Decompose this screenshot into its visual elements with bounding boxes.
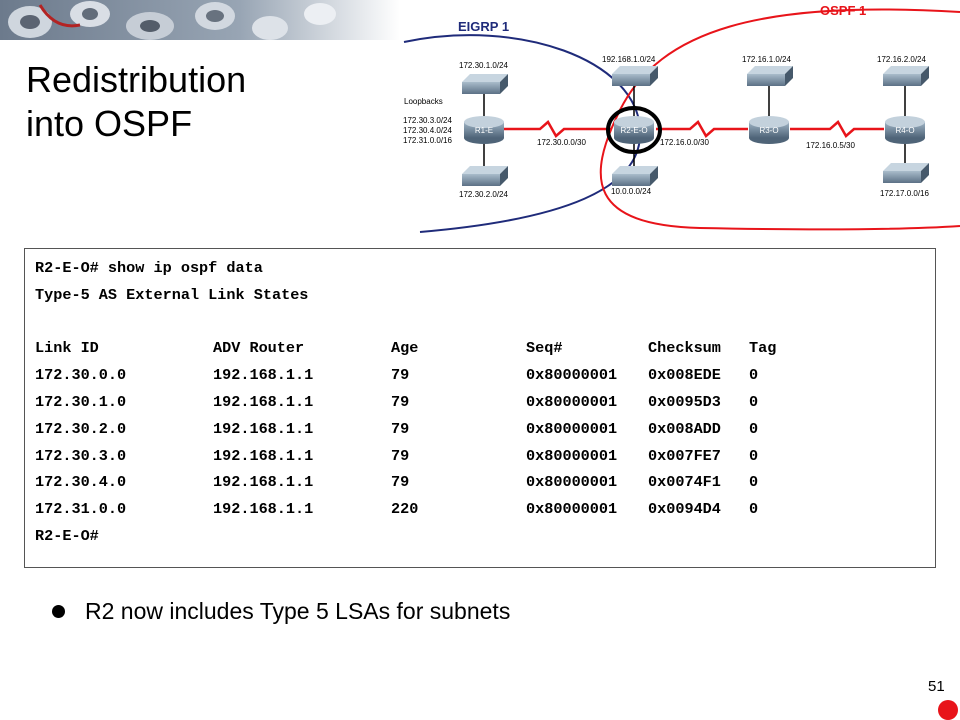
bullet-item: R2 now includes Type 5 LSAs for subnets (52, 598, 510, 625)
table-cell: 172.30.4.0 (35, 473, 127, 492)
table-cell: 192.168.1.1 (213, 366, 314, 385)
loopback-net-2: 172.30.4.0/24 (403, 126, 452, 135)
slide-title: Redistribution into OSPF (26, 58, 246, 146)
terminal-output: R2-E-O# show ip ospf data Type-5 AS Exte… (24, 248, 936, 568)
table-cell: 79 (391, 473, 410, 492)
table-cell: 79 (391, 419, 410, 438)
router-label-r3: R3-O (759, 126, 778, 135)
lan-label-r2-bottom: 10.0.0.0/24 (611, 187, 652, 196)
table-cell: 172.30.3.0 (35, 446, 127, 465)
link-label-r3-r4: 172.16.0.5/30 (806, 141, 855, 150)
router-r3 (749, 116, 789, 144)
lan-label-r3-top: 172.16.1.0/24 (742, 55, 791, 64)
lan-label-r2-top: 192.168.1.0/24 (602, 55, 656, 64)
router-label-r2: R2-E-O (620, 126, 647, 135)
table-cell: 172.30.2.0 (35, 419, 127, 438)
table-cell: 0x0074F1 (648, 473, 721, 492)
switch-icons (462, 66, 929, 186)
slide-title-line-2: into OSPF (26, 103, 193, 144)
table-cell: 192.168.1.1 (213, 500, 314, 519)
lan-label-r1-top: 172.30.1.0/24 (459, 61, 508, 70)
bullet-text: R2 now includes Type 5 LSAs for subnets (85, 598, 511, 624)
router-label-r4: R4-O (895, 126, 914, 135)
table-cell: 172.31.0.0 (35, 500, 127, 519)
router-r1 (464, 116, 504, 144)
table-cell: 0x80000001 (526, 392, 618, 411)
table-row: 172.30.1.0 192.168.1.1 79 0x80000001 0x0… (35, 389, 925, 416)
loopback-net-1: 172.30.3.0/24 (403, 116, 452, 125)
table-cell: 0x008ADD (648, 419, 721, 438)
terminal-prompt: R2-E-O# (35, 526, 99, 545)
table-cell: 0 (749, 419, 759, 438)
table-header-row: Link ID ADV Router Age Seq# Checksum Tag (35, 335, 925, 362)
column-header: ADV Router (213, 339, 305, 358)
table-cell: 0 (749, 473, 759, 492)
table-row: 172.30.2.0 192.168.1.1 79 0x80000001 0x0… (35, 416, 925, 443)
table-cell: 0 (749, 366, 759, 385)
table-cell: 0x008EDE (648, 366, 721, 385)
terminal-command-line: R2-E-O# show ip ospf data (35, 259, 263, 277)
table-cell: 79 (391, 392, 410, 411)
table-row: 172.31.0.0 192.168.1.1 220 0x80000001 0x… (35, 496, 925, 523)
table-cell: 0x80000001 (526, 419, 618, 438)
table-cell: 0x80000001 (526, 500, 618, 519)
r2-highlight-circle (606, 106, 662, 154)
table-cell: 0x80000001 (526, 473, 618, 492)
column-header: Link ID (35, 339, 99, 358)
lan-label-r4-bottom: 172.17.0.0/16 (880, 189, 929, 198)
table-cell: 0 (749, 392, 759, 411)
table-cell: 0x0095D3 (648, 392, 721, 411)
table-cell: 0 (749, 500, 759, 519)
table-cell: 79 (391, 366, 410, 385)
router-r4 (885, 116, 925, 144)
table-cell: 0 (749, 446, 759, 465)
ospf-boundary (599, 8, 960, 231)
table-row: 172.30.3.0 192.168.1.1 79 0x80000001 0x0… (35, 443, 925, 470)
link-label-r2-r3: 172.16.0.0/30 (660, 138, 709, 147)
terminal-blank-line (35, 309, 925, 336)
network-topology-diagram: EIGRP 1 OSPF 1 (403, 3, 960, 233)
table-cell: 172.30.0.0 (35, 366, 127, 385)
slide-title-line-1: Redistribution (26, 59, 247, 100)
table-cell: 0x80000001 (526, 446, 618, 465)
eigrp-label: EIGRP 1 (458, 19, 509, 34)
table-cell: 192.168.1.1 (213, 446, 314, 465)
ospf-label: OSPF 1 (820, 3, 866, 18)
column-header: Tag (749, 339, 777, 358)
table-cell: 0x80000001 (526, 366, 618, 385)
lan-label-r4-top: 172.16.2.0/24 (877, 55, 926, 64)
table-cell: 220 (391, 500, 419, 519)
table-cell: 172.30.1.0 (35, 392, 127, 411)
table-cell: 0x0094D4 (648, 500, 721, 519)
table-cell: 192.168.1.1 (213, 419, 314, 438)
column-header: Age (391, 339, 419, 358)
bullet-icon (52, 605, 65, 618)
page-number: 51 (928, 678, 945, 695)
red-dot-icon (938, 700, 958, 720)
table-cell: 79 (391, 446, 410, 465)
table-row: 172.30.4.0 192.168.1.1 79 0x80000001 0x0… (35, 469, 925, 496)
router-r2 (614, 116, 654, 144)
loopback-net-3: 172.31.0.0/16 (403, 136, 452, 145)
terminal-section-heading: Type-5 AS External Link States (35, 285, 309, 304)
column-header: Seq# (526, 339, 563, 358)
table-cell: 192.168.1.1 (213, 473, 314, 492)
table-cell: 192.168.1.1 (213, 392, 314, 411)
column-header: Checksum (648, 339, 721, 358)
table-cell: 0x007FE7 (648, 446, 721, 465)
table-row: 172.30.0.0 192.168.1.1 79 0x80000001 0x0… (35, 362, 925, 389)
link-label-r1-r2: 172.30.0.0/30 (537, 138, 586, 147)
lan-label-r1-bottom: 172.30.2.0/24 (459, 190, 508, 199)
header-image (0, 0, 400, 40)
loopbacks-label: Loopbacks (404, 97, 443, 106)
router-label-r1: R1-E (475, 126, 493, 135)
